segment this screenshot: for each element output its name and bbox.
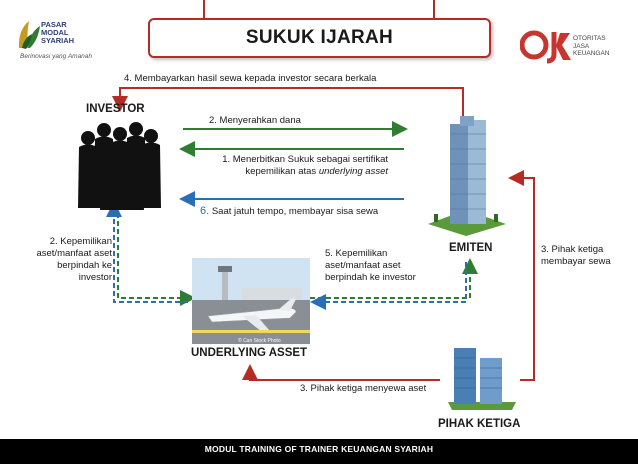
- step-5-text: 5. Kepemilikan aset/manfaat aset berpind…: [325, 248, 416, 283]
- step-6-text: 6. Saat jatuh tempo, membayar sisa sewa: [200, 205, 379, 217]
- ojk-mark-icon: [520, 30, 571, 64]
- step-3b-text: 3. Pihak ketiga menyewa aset: [300, 383, 427, 394]
- top-frame-lines: [203, 0, 435, 18]
- step-3-text: 3. Pihak ketiga membayar sewa: [541, 244, 611, 267]
- arrow-step-2b-blue: [106, 201, 188, 303]
- arrow-step-2b-green: [117, 205, 196, 306]
- underlying-asset-label: UNDERLYING ASSET: [191, 347, 308, 359]
- arrow-step-3-lease: [242, 364, 440, 381]
- logo-pms-text: PASAR MODAL SYARIAH: [41, 20, 75, 45]
- photo-credit: © Can Stock Photo: [238, 338, 281, 344]
- investor-label: INVESTOR: [86, 103, 145, 115]
- step-2-text: 2. Menyerahkan dana: [209, 115, 301, 126]
- footer-text: MODUL TRAINING OF TRAINER KEUANGAN SYARI…: [204, 444, 434, 454]
- arrow-step-5-green: [310, 258, 478, 299]
- emiten-label: EMITEN: [449, 242, 493, 254]
- pihak-ketiga-building-icon: [448, 348, 516, 410]
- logo-pms-tagline: Berinovasi yang Amanah: [20, 53, 93, 60]
- title-box: SUKUK IJARAH: [148, 18, 491, 58]
- arrow-step-5-blue: [310, 262, 467, 310]
- page-title: SUKUK IJARAH: [245, 27, 394, 48]
- footer-bar: [0, 439, 638, 464]
- arrow-step-4: [112, 87, 464, 120]
- arrow-step-3-pay: [508, 170, 535, 381]
- pihak-ketiga-label: PIHAK KETIGA: [438, 418, 521, 430]
- step-1-text: 1. Menerbitkan Sukuk sebagai sertifikat …: [222, 154, 388, 177]
- leaf-logo-icon: [18, 21, 40, 49]
- emiten-building-icon: [428, 116, 506, 236]
- logo-ojk-text: OTORITAS JASA KEUANGAN: [573, 35, 610, 57]
- investor-people-icon: [78, 122, 161, 210]
- step-2b-text: 2. Kepemilikan aset/manfaat aset berpind…: [36, 236, 112, 283]
- step-4-text: 4. Membayarkan hasil sewa kepada investo…: [124, 73, 377, 84]
- airplane-asset-image: [192, 258, 310, 344]
